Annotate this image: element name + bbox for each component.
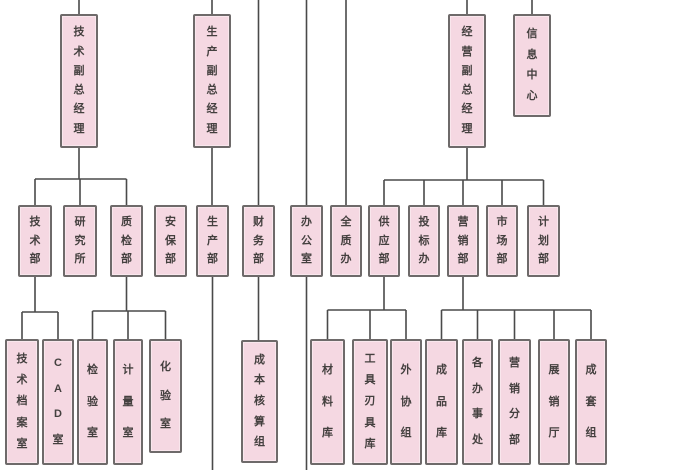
- node-marketing-dept: 营销部: [447, 205, 479, 277]
- node-finished-goods-warehouse: 成品库: [425, 339, 458, 465]
- node-tech-dept: 技术部: [18, 205, 52, 277]
- node-marketing-branch: 营销分部: [498, 339, 531, 465]
- node-office: 办公室: [290, 205, 323, 277]
- node-production-deputy-gm: 生产副总经理: [193, 14, 231, 148]
- node-tech-archives: 技术档案室: [5, 339, 39, 465]
- node-quality-inspection-dept: 质检部: [110, 205, 143, 277]
- node-market-dept: 市场部: [486, 205, 518, 277]
- node-branch-offices: 各办事处: [462, 339, 493, 465]
- node-finance-dept: 财务部: [242, 205, 275, 277]
- node-exhibition-hall: 展销厅: [538, 339, 570, 465]
- node-research-institute: 研究所: [63, 205, 97, 277]
- node-info-center: 信息中心: [513, 14, 551, 117]
- node-supply-dept: 供应部: [368, 205, 400, 277]
- node-bidding-office: 投标办: [408, 205, 440, 277]
- node-tool-cutter-warehouse: 工具刃具库: [352, 339, 388, 465]
- node-cost-accounting-group: 成本核算组: [241, 340, 278, 463]
- node-operations-deputy-gm: 经营副总经理: [448, 14, 486, 148]
- node-tech-deputy-gm: 技术副总经理: [60, 14, 98, 148]
- node-metrology-room: 计量室: [113, 339, 143, 465]
- node-inspection-room: 检验室: [77, 339, 108, 465]
- node-planning-dept: 计划部: [527, 205, 560, 277]
- node-complete-sets-group: 成套组: [575, 339, 607, 465]
- node-chemical-lab: 化验室: [149, 339, 182, 453]
- node-materials-warehouse: 材料库: [310, 339, 345, 465]
- node-total-quality-office: 全质办: [330, 205, 362, 277]
- node-outsourcing-group: 外协组: [390, 339, 422, 465]
- node-production-dept: 生产部: [196, 205, 229, 277]
- node-security-dept: 安保部: [154, 205, 187, 277]
